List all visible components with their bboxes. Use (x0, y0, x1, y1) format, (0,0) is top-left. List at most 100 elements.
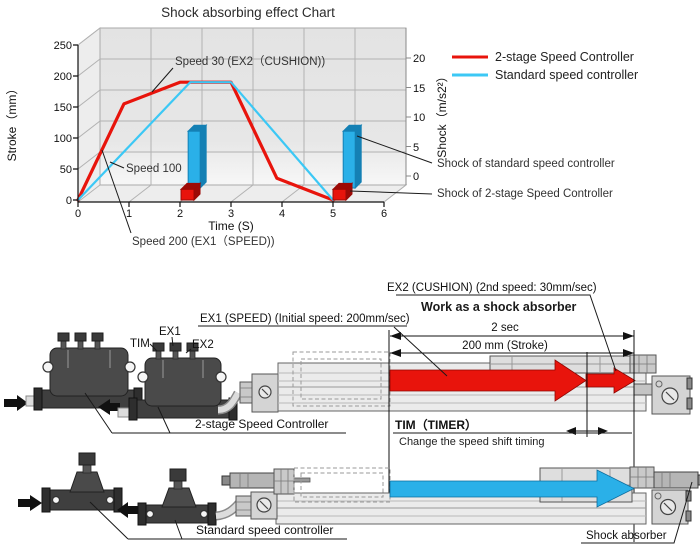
tim-leader (149, 343, 158, 352)
series-line-2 (76, 81, 335, 202)
bottom-grid-plate-lines (630, 467, 654, 488)
tim-adjust-head-right (598, 427, 608, 435)
valve1-collar-left (33, 387, 43, 411)
right-axis-line (405, 28, 411, 185)
shock-bar-0-0 (187, 130, 201, 189)
tim-timer-label: TIM（TIMER） (395, 417, 477, 432)
right-tick-15: 15 (413, 83, 425, 95)
ex1-callout-leader (198, 325, 448, 377)
valve1-ear-right (124, 361, 136, 373)
cushion-stroke-arrow (585, 367, 636, 394)
dim-2sec-head-right (623, 332, 634, 340)
standard-stroke-arrow (389, 469, 635, 508)
right-axis-title: Shock（m/s2²） (435, 70, 449, 157)
shock-bar-side-0-1 (354, 123, 362, 190)
ex1-callout-label: EX1 (SPEED) (Initial speed: 200mm/sec) (200, 313, 410, 325)
x-axis-title: Time (S) (208, 219, 254, 233)
chart-series (76, 80, 363, 202)
ex1-leader (171, 336, 174, 347)
right-tick-10: 10 (413, 112, 425, 124)
valve1-body (49, 347, 129, 397)
bottom-bracket-lug1 (685, 490, 692, 502)
left-absorber-tip (221, 475, 231, 486)
valve1b-knob-cap (78, 452, 96, 466)
shock-bar-1-0 (180, 188, 195, 201)
standard-controller-valves: Standard speed controller (18, 452, 347, 540)
flow-back-arrow-bottom (117, 502, 138, 518)
valve2b-knob-stem (173, 480, 183, 490)
tim-desc-label: Change the speed shift timing (399, 436, 545, 448)
bottom-cylinder: Shock absorber (215, 466, 700, 544)
valve1-knob-caps (57, 332, 104, 342)
top-cyl-head (251, 373, 279, 413)
speed100-label: Speed 100 (126, 163, 182, 175)
valve1-ear-left (42, 361, 54, 373)
legend-label-2stage: 2-stage Speed Controller (495, 50, 634, 64)
x-tick-3: 3 (228, 208, 234, 220)
speed30-label: Speed 30 (EX2（CUSHION)) (175, 55, 325, 68)
two-stage-controller-valves: TIM EX1 EX2 2-stage Speed Controller (4, 326, 346, 434)
bottom-bracket-hole (654, 492, 662, 500)
speed200-label: Speed 200 (EX1（SPEED)) (132, 235, 275, 248)
valve2-body (144, 357, 222, 407)
top-elbow-tube (217, 391, 241, 413)
valve2b-knob-cap (169, 468, 187, 482)
shock-absorber-ridges (661, 472, 671, 488)
top-rod (633, 383, 653, 396)
ex1-label: EX1 (159, 326, 181, 338)
valve2b-hump (161, 487, 197, 508)
shock-absorber-tip (697, 474, 700, 486)
ex2-label: EX2 (192, 339, 214, 351)
tim-adjust-head-left (566, 427, 576, 435)
bottom-bracket-lug2 (685, 510, 692, 522)
bottom-left-plate-lines (274, 469, 294, 494)
top-bracket-hole (655, 380, 663, 388)
left-tick-50: 50 (60, 164, 72, 176)
legend: 2-stage Speed Controller Standard speed … (452, 50, 638, 82)
dim-stroke-label: 200 mm (Stroke) (462, 340, 548, 352)
valve2b-collar-left (137, 502, 147, 526)
shock-2stage-leader (349, 190, 433, 195)
dim-2sec-label: 2 sec (491, 322, 519, 334)
valve2-knob-caps (152, 342, 199, 352)
valve2b-ear-right (199, 509, 209, 519)
valve1-seams (67, 350, 111, 368)
valve2-seams (162, 360, 204, 378)
ex2-callout-label: EX2 (CUSHION) (2nd speed: 30mm/sec) (387, 282, 597, 294)
flow-in-arrow-top (4, 395, 28, 411)
chart-annotations: Speed 30 (EX2（CUSHION)) Speed 100 Speed … (101, 55, 615, 248)
bottom-grid-plate (629, 466, 655, 489)
left-tick-100: 100 (54, 133, 72, 145)
left-absorber-rod (293, 477, 311, 483)
top-cylinder (217, 351, 693, 415)
valve2-collar-left (128, 397, 138, 421)
valve2b-collar-right (207, 502, 217, 526)
shock-absorber-label: Shock absorber (586, 530, 667, 542)
valve2b-ear-left (145, 509, 155, 519)
valve1b-ear-left (51, 495, 61, 505)
top-piston-ghost-inner (300, 358, 382, 400)
valve2-ear-left (137, 371, 149, 383)
standard-label-leaders (89, 501, 347, 540)
left-tick-0: 0 (66, 195, 72, 207)
shock-2stage-label: Shock of 2-stage Speed Controller (437, 188, 613, 200)
speed30-leader (151, 67, 174, 93)
left-absorber-body (229, 472, 275, 489)
left-axis-title: Stroke（mm） (5, 83, 19, 162)
dim-2sec-head-left (390, 332, 401, 340)
bottom-left-plate (273, 468, 295, 495)
valve1b-hump (69, 471, 105, 493)
bottom-port-fitting-lines (236, 501, 251, 511)
valve2-ear-right (215, 371, 227, 383)
x-tick-2: 2 (177, 208, 183, 220)
right-tick-5: 5 (413, 142, 419, 154)
legend-label-standard: Standard speed controller (495, 68, 638, 82)
top-bracket-screw-slot (665, 391, 675, 401)
top-head-knob-slot (261, 388, 269, 396)
valve1b-knob-stem (82, 464, 92, 474)
shock-bar-1-1 (332, 188, 347, 201)
left-tick-250: 250 (54, 40, 72, 52)
ex2-callout-leader (396, 294, 617, 372)
